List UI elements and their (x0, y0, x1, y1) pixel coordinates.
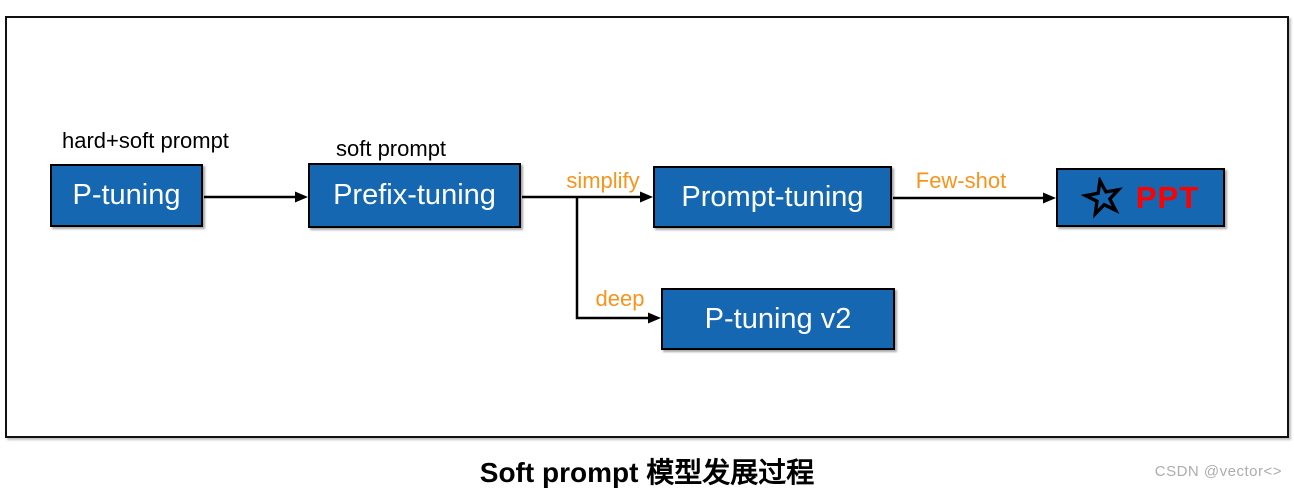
annotation-hard-soft-prompt: hard+soft prompt (62, 128, 229, 153)
caption: Soft prompt 模型发展过程 (479, 457, 815, 488)
node-p-tuning: P-tuning (50, 164, 203, 227)
node-prompt-tuning: Prompt-tuning (653, 166, 892, 228)
node-p-tuning-v2: P-tuning v2 (661, 288, 895, 350)
node-p-tuning-v2-label: P-tuning v2 (704, 302, 852, 335)
annotation-soft-prompt: soft prompt (336, 136, 447, 161)
watermark: CSDN @vector<> (1154, 463, 1282, 480)
edge-label-simplify: simplify (566, 168, 640, 193)
diagram-border (5, 16, 1289, 438)
node-p-tuning-label: P-tuning (72, 179, 181, 211)
edge-label-few-shot: Few-shot (915, 168, 1007, 193)
edge-label-deep: deep (595, 286, 645, 311)
node-prefix-tuning: Prefix-tuning (308, 163, 521, 228)
node-ppt: PPT (1056, 168, 1225, 227)
node-prefix-tuning-label: Prefix-tuning (333, 179, 496, 211)
node-ppt-label: PPT (1135, 179, 1200, 215)
star-icon (1080, 174, 1123, 219)
node-prompt-tuning-label: Prompt-tuning (681, 180, 864, 213)
